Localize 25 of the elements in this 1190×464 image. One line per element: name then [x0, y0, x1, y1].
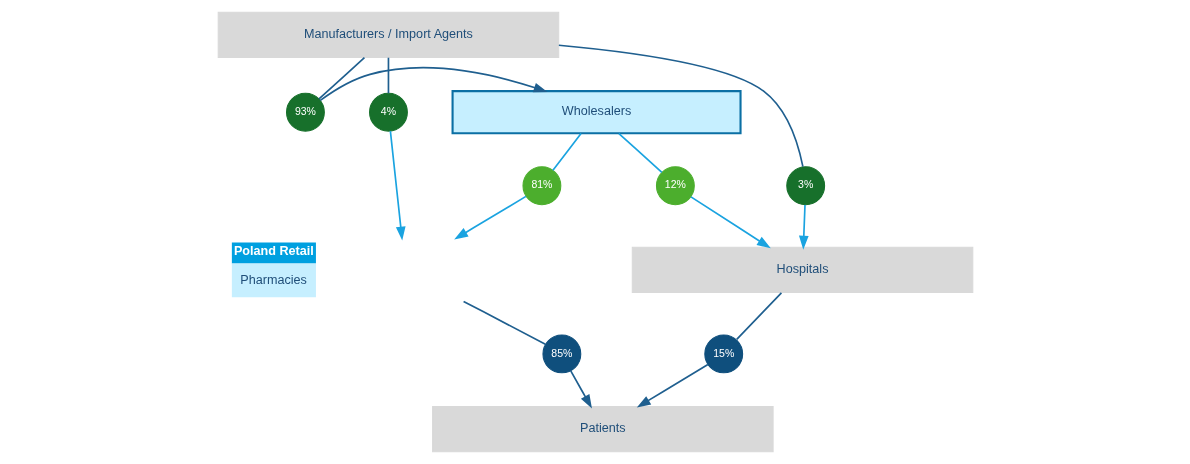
node-box: Patients [431, 405, 774, 453]
arrow [689, 196, 771, 249]
connector [317, 56, 365, 100]
connector [387, 56, 389, 95]
node-circle: 15% [703, 334, 743, 374]
node-box: Manufacturers / Import Agents [217, 11, 559, 59]
node-circle: 4% [368, 92, 408, 132]
node-circle: 81% [521, 166, 561, 206]
connector [617, 132, 663, 174]
connector [557, 44, 804, 168]
node-circle: 93% [285, 92, 325, 132]
node-circle: 85% [541, 334, 581, 374]
node-box: Hospitals [631, 246, 973, 293]
node-circle: 12% [655, 166, 695, 206]
arrow [636, 363, 709, 408]
connector [735, 292, 782, 341]
arrow [569, 369, 592, 409]
node-circle: 3% [785, 166, 825, 206]
arrow [798, 204, 809, 250]
node-box: Wholesalers [451, 90, 742, 135]
arrow [389, 130, 406, 241]
arrow [319, 67, 548, 102]
arrow [453, 195, 527, 240]
connector [462, 300, 546, 346]
connector [551, 132, 582, 172]
